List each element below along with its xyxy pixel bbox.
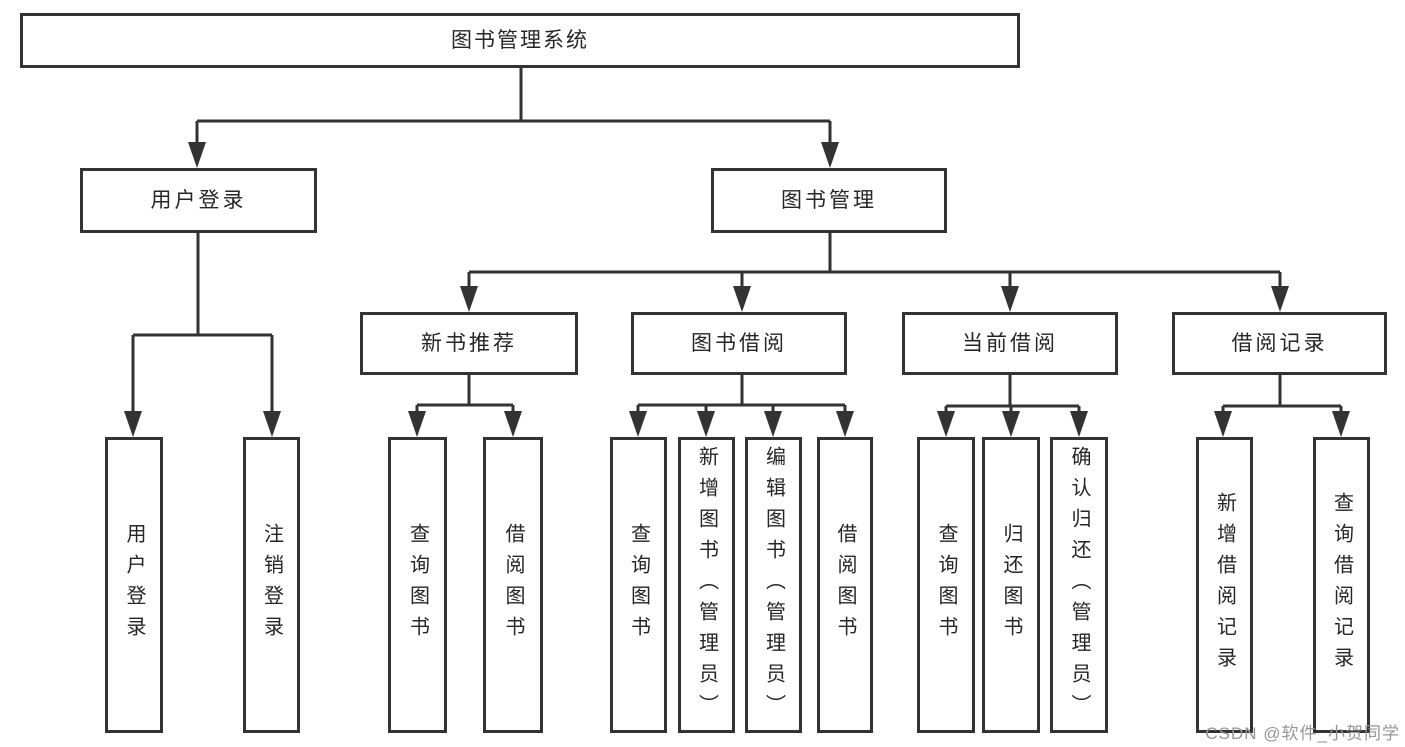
connector-user-login-branch xyxy=(131,233,274,414)
arrow-icon xyxy=(1001,286,1019,312)
arrow-icon xyxy=(629,411,647,437)
arrow-icon xyxy=(1271,286,1289,312)
arrow-icon xyxy=(263,411,281,437)
watermark-text: CSDN @软件_小贺同学 xyxy=(1205,724,1400,743)
arrow-icon xyxy=(821,142,839,168)
connector-root-to-level2 xyxy=(195,68,832,146)
node-book-mgmt: 图书管理 xyxy=(711,168,947,233)
arrow-icon xyxy=(836,411,854,437)
leaf-user-login: 用户登录 xyxy=(105,437,163,733)
node-book-borrow-label: 图书借阅 xyxy=(691,332,787,355)
leaf-query-book-2-label: 查询图书 xyxy=(627,523,650,647)
leaf-user-login-label: 用户登录 xyxy=(123,523,145,647)
arrow-icon xyxy=(764,411,782,437)
node-new-book-rec: 新书推荐 xyxy=(360,312,578,375)
arrow-icon xyxy=(733,286,751,312)
node-book-borrow: 图书借阅 xyxy=(631,312,847,375)
leaf-query-record: 查询借阅记录 xyxy=(1313,437,1370,733)
node-root-label: 图书管理系统 xyxy=(451,29,589,52)
arrow-icon xyxy=(1002,411,1020,437)
arrow-icon xyxy=(937,411,955,437)
leaf-return-book-label: 归还图书 xyxy=(1000,523,1022,647)
leaf-edit-book: 编辑图书（管理员） xyxy=(745,437,802,733)
node-user-login: 用户登录 xyxy=(80,168,317,233)
leaf-borrow-book-1: 借阅图书 xyxy=(483,437,543,733)
connector-borrow-record-branch xyxy=(1221,375,1343,414)
node-borrow-record-label: 借阅记录 xyxy=(1231,332,1328,355)
arrow-icon xyxy=(1070,411,1088,437)
node-user-login-label: 用户登录 xyxy=(150,189,247,212)
leaf-query-book-3: 查询图书 xyxy=(917,437,975,733)
leaf-confirm-return-label: 确认归还（管理员） xyxy=(1068,445,1090,725)
leaf-add-record: 新增借阅记录 xyxy=(1196,437,1253,733)
arrow-icon xyxy=(124,411,142,437)
leaf-return-book: 归还图书 xyxy=(982,437,1040,733)
leaf-add-record-label: 新增借阅记录 xyxy=(1213,492,1236,678)
leaf-query-book-1: 查询图书 xyxy=(388,437,447,733)
connector-book-borrow-branch xyxy=(636,375,847,414)
connector-current-borrow-branch xyxy=(944,375,1081,414)
arrowheads xyxy=(124,142,1350,437)
leaf-confirm-return: 确认归还（管理员） xyxy=(1050,437,1108,733)
node-book-mgmt-label: 图书管理 xyxy=(781,189,877,212)
arrow-icon xyxy=(460,286,478,312)
node-root: 图书管理系统 xyxy=(20,13,1020,68)
arrow-icon xyxy=(188,142,206,168)
leaf-query-book-3-label: 查询图书 xyxy=(935,523,957,647)
arrow-icon xyxy=(504,411,522,437)
leaf-edit-book-label: 编辑图书（管理员） xyxy=(762,445,785,725)
leaf-query-book-1-label: 查询图书 xyxy=(406,523,429,647)
arrow-icon xyxy=(697,411,715,437)
node-borrow-record: 借阅记录 xyxy=(1172,312,1387,375)
leaf-query-book-2: 查询图书 xyxy=(610,437,667,733)
leaf-add-book-label: 新增图书（管理员） xyxy=(695,445,718,725)
node-new-book-rec-label: 新书推荐 xyxy=(421,332,517,355)
node-current-borrow-label: 当前借阅 xyxy=(962,332,1058,355)
connector-book-mgmt-branch xyxy=(467,233,1282,290)
leaf-borrow-book-2-label: 借阅图书 xyxy=(834,523,856,647)
node-current-borrow: 当前借阅 xyxy=(902,312,1118,375)
leaf-logout: 注销登录 xyxy=(243,437,300,733)
leaf-query-record-label: 查询借阅记录 xyxy=(1330,492,1353,678)
leaf-add-book: 新增图书（管理员） xyxy=(678,437,735,733)
leaf-borrow-book-2: 借阅图书 xyxy=(817,437,873,733)
connector-new-book-branch xyxy=(415,375,515,414)
leaf-logout-label: 注销登录 xyxy=(260,523,283,647)
arrow-icon xyxy=(1332,411,1350,437)
arrow-icon xyxy=(408,411,426,437)
leaf-borrow-book-1-label: 借阅图书 xyxy=(502,523,524,647)
arrow-icon xyxy=(1214,411,1232,437)
